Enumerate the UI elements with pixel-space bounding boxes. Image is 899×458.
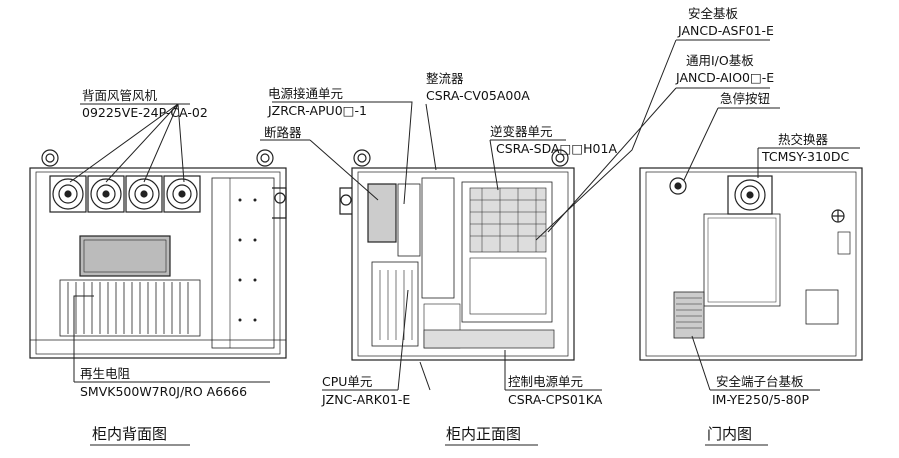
emergency-stop-icon <box>669 177 687 195</box>
rear-fan-icon <box>49 175 87 213</box>
back-view-cabinet <box>29 103 287 383</box>
rear-fan-icon <box>163 175 201 213</box>
inverter-unit <box>469 187 547 253</box>
lifting-eye-icon <box>551 149 569 167</box>
rectifier-label-cn: 整流器 <box>426 71 464 86</box>
regen-resistor <box>79 235 171 277</box>
fan-label-cn: 背面风管风机 <box>82 88 158 103</box>
caption-back-view: 柜内背面图 <box>92 425 168 443</box>
io-board-label-cn: 通用I/O基板 <box>686 53 754 68</box>
breaker <box>367 183 397 243</box>
caption-front-view: 柜内正面图 <box>446 425 522 443</box>
control-power-label-model: CSRA-CPS01KA <box>508 392 603 407</box>
rear-fan-icon <box>125 175 163 213</box>
lifting-eye-icon <box>353 149 371 167</box>
lifting-eye-icon <box>41 149 59 167</box>
safety-board-label-cn: 安全基板 <box>688 6 739 21</box>
estop-label: 急停按钮 <box>720 91 771 106</box>
cpu-label-model: JZNC-ARK01-E <box>322 392 411 407</box>
power-unit-label-cn: 电源接通单元 <box>268 86 344 101</box>
safety-terminal-board <box>673 291 705 339</box>
io-board-label-model: JANCD-AIO0□-E <box>676 70 775 85</box>
rear-fan-icon <box>87 175 125 213</box>
inverter-label-model: CSRA-SDA□□H01A <box>496 141 617 156</box>
rectifier-label-model: CSRA-CV05A00A <box>426 88 530 103</box>
control-power-unit <box>423 329 555 349</box>
fan-label-model: 09225VE-24P-CA-02 <box>82 105 208 120</box>
front-view-cabinet <box>260 101 602 391</box>
caption-door-view: 门内图 <box>707 425 753 443</box>
terminal-board-label-model: IM-YE250/5-80P <box>712 392 810 407</box>
resistor-label-model: SMVK500W7R0J/RO A6666 <box>80 384 248 399</box>
door-view-cabinet <box>535 39 863 391</box>
heat-exchanger-label-model: TCMSY-310DC <box>762 149 850 164</box>
control-power-label-cn: 控制电源单元 <box>508 374 584 389</box>
inverter-label-cn: 逆变器单元 <box>490 124 553 139</box>
terminal-board-label-cn: 安全端子台基板 <box>716 374 804 389</box>
power-unit-label-model: JZRCR-APU0□-1 <box>268 103 367 118</box>
lifting-eye-icon <box>256 149 274 167</box>
cpu-unit <box>371 261 419 347</box>
safety-board-label-model: JANCD-ASF01-E <box>678 23 774 38</box>
heat-exchanger-label-cn: 热交换器 <box>778 132 829 147</box>
breaker-label: 断路器 <box>264 125 302 140</box>
heat-exchanger-fan-icon <box>727 175 773 215</box>
resistor-label-cn: 再生电阻 <box>80 366 131 381</box>
cpu-label-cn: CPU单元 <box>322 374 373 389</box>
